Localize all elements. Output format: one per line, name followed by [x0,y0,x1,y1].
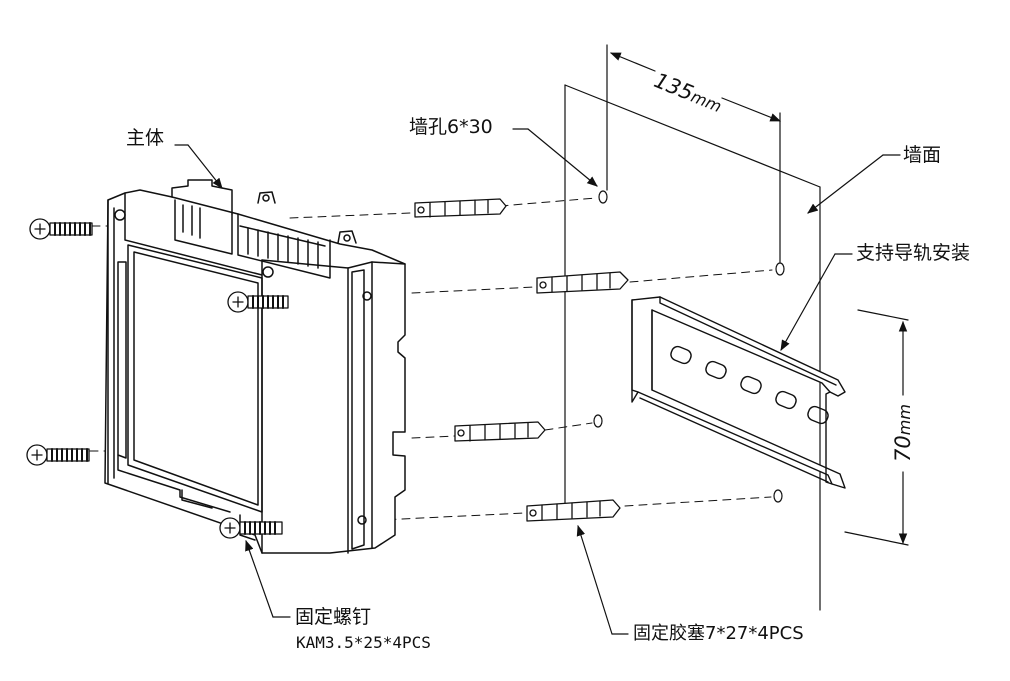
dimension-height-value: 70 [891,435,915,462]
din-rail [631,296,846,489]
wall-plug-1 [414,198,507,218]
wall-hole-1 [598,190,608,204]
dimension-135-line [610,52,782,122]
leader-lines [174,128,901,635]
mount-hole-lower-right [357,515,367,525]
dimension-height-unit: mm [895,404,914,436]
dimension-height: 70mm [891,404,915,462]
screw-middle-left [227,291,289,313]
label-wall-hole: 墙孔6*30 [409,116,493,138]
wall-plug-4 [526,499,621,522]
label-plug-spec: 固定胶塞7*27*4PCS [633,623,804,644]
dimension-70-line [844,309,909,546]
screw-lower-left [26,444,90,466]
screw-bottom [219,517,283,539]
label-body: 主体 [126,127,165,149]
screw-top-left [29,218,93,240]
wall-plug-3 [454,421,546,442]
mount-hole-top-left [114,209,126,221]
wall-plug-2 [536,271,629,294]
label-rail-mount: 支持导轨安装 [856,242,971,264]
wall-hole-3 [593,414,603,428]
wall-hole-4 [773,489,783,503]
wall-hole-2 [775,262,785,276]
wall-plane [564,44,821,611]
mount-hole-front [262,266,274,278]
label-screw-spec: KAM3.5*25*4PCS [296,633,431,652]
device-body [104,179,406,554]
label-screw-title: 固定螺钉 [295,606,372,628]
mount-hole-upper-right [362,291,372,301]
label-wall-surface: 墙面 [903,144,942,166]
